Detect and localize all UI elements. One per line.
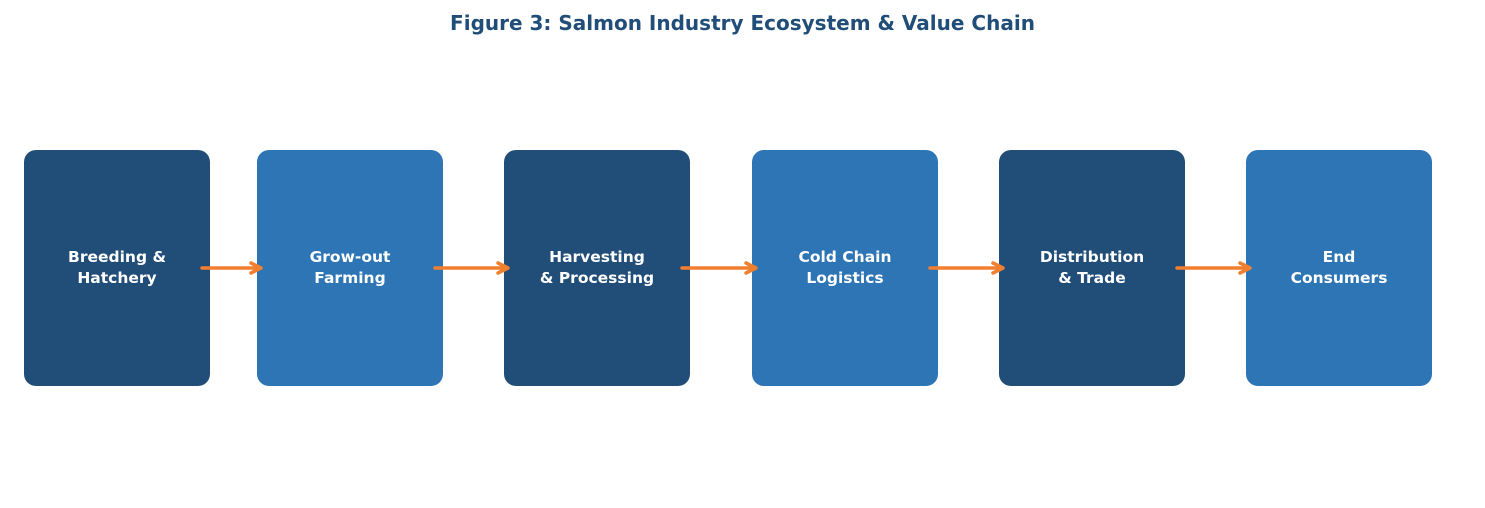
arrow-4-to-5 xyxy=(1175,261,1252,275)
node-harvesting-processing: Harvesting & Processing xyxy=(504,150,690,386)
node-end-consumers: End Consumers xyxy=(1246,150,1432,386)
figure-title: Figure 3: Salmon Industry Ecosystem & Va… xyxy=(450,11,1035,35)
node-breeding-hatchery: Breeding & Hatchery xyxy=(24,150,210,386)
node-grow-out-farming: Grow-out Farming xyxy=(257,150,443,386)
node-distribution-trade: Distribution & Trade xyxy=(999,150,1185,386)
arrow-2-to-3 xyxy=(680,261,758,275)
arrow-3-to-4 xyxy=(928,261,1005,275)
node-cold-chain-logistics: Cold Chain Logistics xyxy=(752,150,938,386)
arrow-0-to-1 xyxy=(200,261,263,275)
arrow-1-to-2 xyxy=(433,261,510,275)
